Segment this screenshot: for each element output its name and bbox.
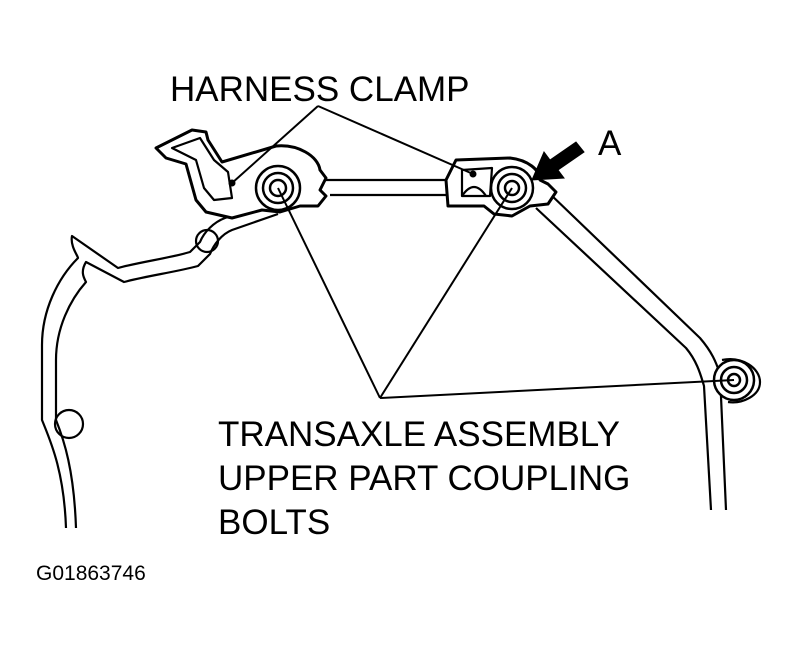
bolts-leaders xyxy=(277,187,735,399)
harness-clamp-label: HARNESS CLAMP xyxy=(170,70,470,109)
harness-clamp-leaders xyxy=(231,105,474,184)
arrow-a-icon xyxy=(531,141,585,181)
bolts-label-line1: TRANSAXLE ASSEMBLY xyxy=(218,415,620,454)
transaxle-housing-outline xyxy=(40,178,762,529)
arrow-a-label: A xyxy=(598,124,622,163)
bolts-label-line3: BOLTS xyxy=(218,503,330,542)
coupling-bolt-center xyxy=(489,165,535,211)
bolts-label-line2: UPPER PART COUPLING xyxy=(218,459,630,498)
figure-id: G01863746 xyxy=(36,562,146,585)
